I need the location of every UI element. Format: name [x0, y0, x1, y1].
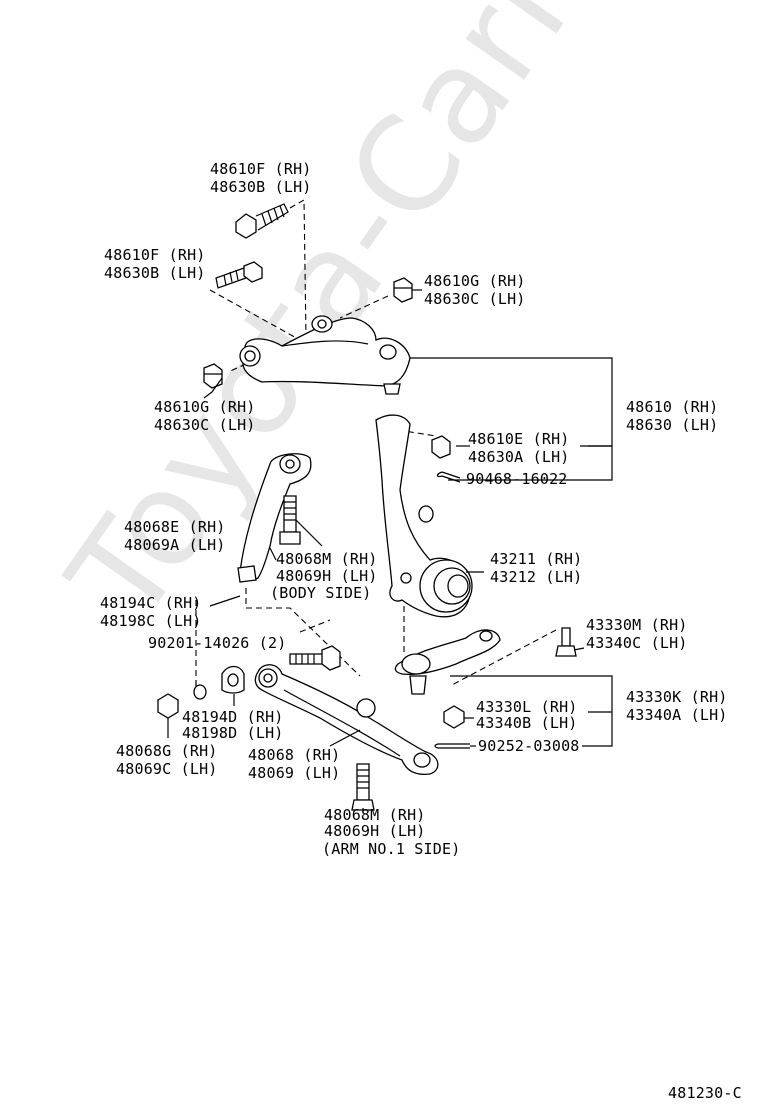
cotter-pin-upper [436, 471, 461, 483]
label-nut-top-lh: 48630C (LH) [424, 290, 526, 308]
label-cushion-lh: 48198C (LH) [100, 612, 202, 630]
upper-control-arm [239, 315, 411, 395]
small-washer [193, 684, 207, 700]
label-lower-arm-rh: 48068 (RH) [248, 746, 341, 764]
arm-side-bolt [351, 763, 375, 811]
steering-knuckle [375, 414, 473, 618]
ball-joint-bolt [555, 627, 577, 657]
label-nut-top-rh: 48610G (RH) [424, 272, 526, 290]
upper-arm-bolt-top [235, 203, 289, 239]
label-bolt-top-lh: 48630B (LH) [210, 178, 312, 196]
label-knuckle-rh: 43211 (RH) [490, 550, 583, 568]
label-arm-bolt-lh: 48069H (LH) [324, 822, 426, 840]
label-lower-arm-lh: 48069 (LH) [248, 764, 341, 782]
label-bolt-top-rh: 48610F (RH) [210, 160, 312, 178]
upper-arm-nut-top [393, 277, 413, 303]
label-nut-left-rh: 48610G (RH) [154, 398, 256, 416]
label-arm-side: (ARM NO.1 SIDE) [322, 840, 461, 858]
ball-joint-nut [443, 705, 465, 729]
diagram-code: 481230-C [668, 1084, 742, 1102]
cotter-pin-lower [434, 743, 470, 749]
label-washer-lh: 48198D (LH) [182, 724, 284, 742]
label-upper-arm-lh: 48630 (LH) [626, 416, 719, 434]
knuckle-nut [431, 435, 451, 459]
label-upper-arm-rh: 48610 (RH) [626, 398, 719, 416]
label-knuckle-lh: 43212 (LH) [490, 568, 583, 586]
label-body-side: (BODY SIDE) [270, 584, 372, 602]
label-body-bolt-lh: 48069H (LH) [276, 567, 378, 585]
label-strut-rh: 48068E (RH) [124, 518, 226, 536]
cushion-washer [221, 665, 245, 694]
upper-arm-nut-left [203, 363, 223, 389]
label-bj-assy-rh: 43330K (RH) [626, 688, 728, 706]
label-nut-e-rh: 48610E (RH) [468, 430, 570, 448]
lower-nut [157, 693, 179, 719]
label-bolt-90201: 90201-14026 (2) [148, 634, 287, 652]
bolt-90201 [289, 645, 341, 671]
label-nut-g-lh: 48069C (LH) [116, 760, 218, 778]
label-strut-lh: 48069A (LH) [124, 536, 226, 554]
label-bolt-mid-rh: 48610F (RH) [104, 246, 206, 264]
label-nut-g-rh: 48068G (RH) [116, 742, 218, 760]
label-bolt-mid-lh: 48630B (LH) [104, 264, 206, 282]
label-cushion-rh: 48194C (RH) [100, 594, 202, 612]
label-washer-rh: 48194D (RH) [182, 708, 284, 726]
label-cotter-2: 90252-03008 [478, 737, 580, 755]
label-bj-bolt-lh: 43340C (LH) [586, 634, 688, 652]
strut-bar [237, 453, 312, 583]
label-nut-left-lh: 48630C (LH) [154, 416, 256, 434]
lower-control-arm [254, 664, 439, 776]
label-arm-bolt-rh: 48068M (RH) [324, 806, 426, 824]
body-side-bolt [279, 495, 301, 545]
label-bj-nut-rh: 43330L (RH) [476, 698, 578, 716]
label-nut-e-lh: 48630A (LH) [468, 448, 570, 466]
upper-arm-bolt-mid [215, 261, 263, 289]
label-bj-nut-lh: 43340B (LH) [476, 714, 578, 732]
label-cotter-1: 90468-16022 [466, 470, 568, 488]
label-bj-assy-lh: 43340A (LH) [626, 706, 728, 724]
label-bj-bolt-rh: 43330M (RH) [586, 616, 688, 634]
lower-ball-joint [394, 629, 501, 695]
label-body-bolt-rh: 48068M (RH) [276, 550, 378, 568]
